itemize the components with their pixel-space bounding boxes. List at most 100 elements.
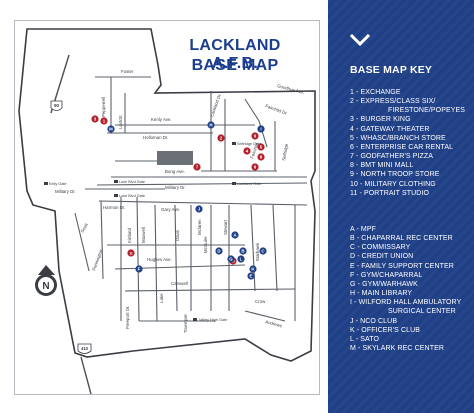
svg-text:90: 90	[54, 103, 60, 108]
marker-dot	[195, 205, 203, 213]
marker-label: E	[250, 274, 253, 279]
marker-label: C	[261, 249, 265, 254]
street-label-kirtland: Kirtland	[127, 228, 132, 243]
key-item-text: A - MPF	[350, 226, 376, 233]
key-item: 3 - BURGER KING	[350, 115, 465, 124]
lettered-marker-d[interactable]: D	[215, 247, 223, 255]
numbered-marker-2[interactable]: 2	[217, 134, 225, 142]
key-item-text: 9 - NORTH TROOP STORE	[350, 171, 440, 179]
marker-dot	[100, 117, 108, 125]
street-label-selfridge: Selfridge	[281, 143, 289, 161]
marker-label: I	[260, 127, 261, 132]
marker-label: H	[209, 123, 212, 128]
lettered-marker-f[interactable]: F	[135, 265, 143, 273]
numbered-marker-4[interactable]: 4	[243, 147, 251, 155]
lettered-marker-l[interactable]: L	[237, 255, 245, 263]
marker-label: L	[240, 257, 243, 262]
key-item-text: J - NCO CLUB	[350, 317, 398, 325]
lettered-marker-i[interactable]: I	[257, 125, 265, 133]
street-label-foster: Foster	[121, 69, 134, 74]
key-item: 6 - ENTERPRISE CAR RENTAL	[350, 143, 465, 152]
marker-label: K	[251, 267, 255, 272]
marker-dot	[251, 163, 259, 171]
street-label-freeport: Freeport Dr.	[125, 306, 130, 329]
key-item-text: M - SKYLARK REC CENTER	[350, 345, 444, 353]
lettered-marker-h[interactable]: H	[207, 121, 215, 129]
lettered-marker-g[interactable]: G	[227, 255, 235, 263]
key-item: M - SKYLARK REC CENTER	[350, 344, 461, 353]
marker-dot	[237, 255, 245, 263]
numbered-marker-9[interactable]: 9	[251, 132, 259, 140]
lettered-marker-a[interactable]: A	[231, 231, 239, 239]
street-label-pepperrell: Pepperrell	[101, 97, 106, 117]
numbered-marker-5[interactable]: 5	[257, 143, 265, 151]
numbered-marker-11[interactable]: 11	[127, 249, 135, 257]
lettered-marker-k[interactable]: K	[249, 265, 257, 273]
gate-label: Luke Blvd Gate	[119, 194, 145, 198]
key-item-text: 7 - GODFATHER'S PIZZA	[350, 153, 434, 161]
lettered-marker-j[interactable]: J	[195, 205, 203, 213]
numbered-marker-7[interactable]: 7	[193, 163, 201, 171]
street-label-fairchild: Fairchild	[249, 142, 260, 160]
street-label-andrews: Andrews	[265, 319, 284, 328]
marker-dot	[215, 247, 223, 255]
chevron-down-icon	[350, 34, 370, 47]
key-item-text: E - FAMILY SUPPORT CENTER	[350, 262, 454, 270]
marker-dot	[257, 125, 265, 133]
key-item-continuation: FIRESTONE/POPEYES	[388, 107, 466, 115]
key-item-text: 4 - GATEWAY THEATER	[350, 125, 430, 133]
key-item: 2 - EXPRESS/CLASS SIX/FIRESTONE/POPEYES	[350, 97, 465, 115]
street-label-scott: Scott	[80, 222, 90, 234]
key-item: 5 - WHASC/BRANCH STORE	[350, 134, 465, 143]
key-item: L - SATO	[350, 335, 461, 344]
base-map-panel: Foster Pepperrell LuckSt. Kenly Ave. Hol…	[14, 20, 320, 395]
location-markers: 1234567891011ABCDEFGHIJKLM	[91, 115, 267, 280]
key-item: 10 - MILITARY CLOTHING	[350, 180, 465, 189]
street-label-carswell: Carswell	[171, 281, 188, 286]
marker-dot	[257, 153, 265, 161]
gate-label: Valley High Gate	[199, 318, 227, 322]
marker-dot	[243, 147, 251, 155]
street-label-truemper: Truemper	[183, 314, 188, 333]
key-item-text: 1 - EXCHANGE	[350, 89, 401, 96]
street-label-maxwell: Maxwell	[141, 227, 146, 243]
base-boundary	[18, 28, 316, 362]
marker-dot	[231, 231, 239, 239]
lettered-marker-b[interactable]: B	[239, 247, 247, 255]
marker-dot	[257, 143, 265, 151]
base-map[interactable]: Foster Pepperrell LuckSt. Kenly Ave. Hol…	[15, 21, 319, 394]
marker-label: 3	[94, 117, 97, 122]
lettered-marker-c[interactable]: C	[259, 247, 267, 255]
map-subtitle: BASE MAP	[191, 57, 279, 74]
marker-label: J	[198, 207, 201, 212]
marker-label: 7	[196, 165, 199, 170]
marker-dot	[127, 249, 135, 257]
key-item-text: 8 - BMT MINI MALL	[350, 162, 414, 170]
gate-label: Selfridge Gate	[237, 142, 261, 146]
numbered-marker-3[interactable]: 3	[91, 115, 99, 123]
interstate-410-road	[80, 356, 92, 394]
key-item-text: D - CREDIT UNION	[350, 253, 414, 261]
numbered-marker-1[interactable]: 1	[100, 117, 108, 125]
lettered-marker-m[interactable]: M	[107, 125, 115, 133]
street-label-military-1: Military Dr.	[55, 189, 76, 194]
marker-dot	[193, 163, 201, 171]
marker-label: 4	[246, 149, 249, 154]
street-label-mclaren: Mclaren	[197, 219, 202, 235]
marker-dot	[207, 121, 215, 129]
key-item: C - COMMISSARY	[350, 243, 461, 252]
marker-dot	[239, 247, 247, 255]
compass-north-icon: N	[35, 265, 57, 296]
key-item-text: 2 - EXPRESS/CLASS SIX/	[350, 98, 436, 106]
key-item-text: H - MAIN LIBRARY	[350, 290, 413, 298]
marker-label: B	[241, 249, 244, 254]
marker-label: M	[109, 127, 113, 132]
street-label-stewart: Stewart	[223, 219, 228, 235]
key-item-text: C - COMMISSARY	[350, 244, 411, 252]
key-item-text: I - WILFORD HALL AMBULATORY	[350, 299, 462, 307]
numbered-marker-8[interactable]: 8	[257, 153, 265, 161]
lettered-marker-e[interactable]: E	[247, 272, 255, 280]
numbered-marker-6[interactable]: 6	[251, 163, 259, 171]
